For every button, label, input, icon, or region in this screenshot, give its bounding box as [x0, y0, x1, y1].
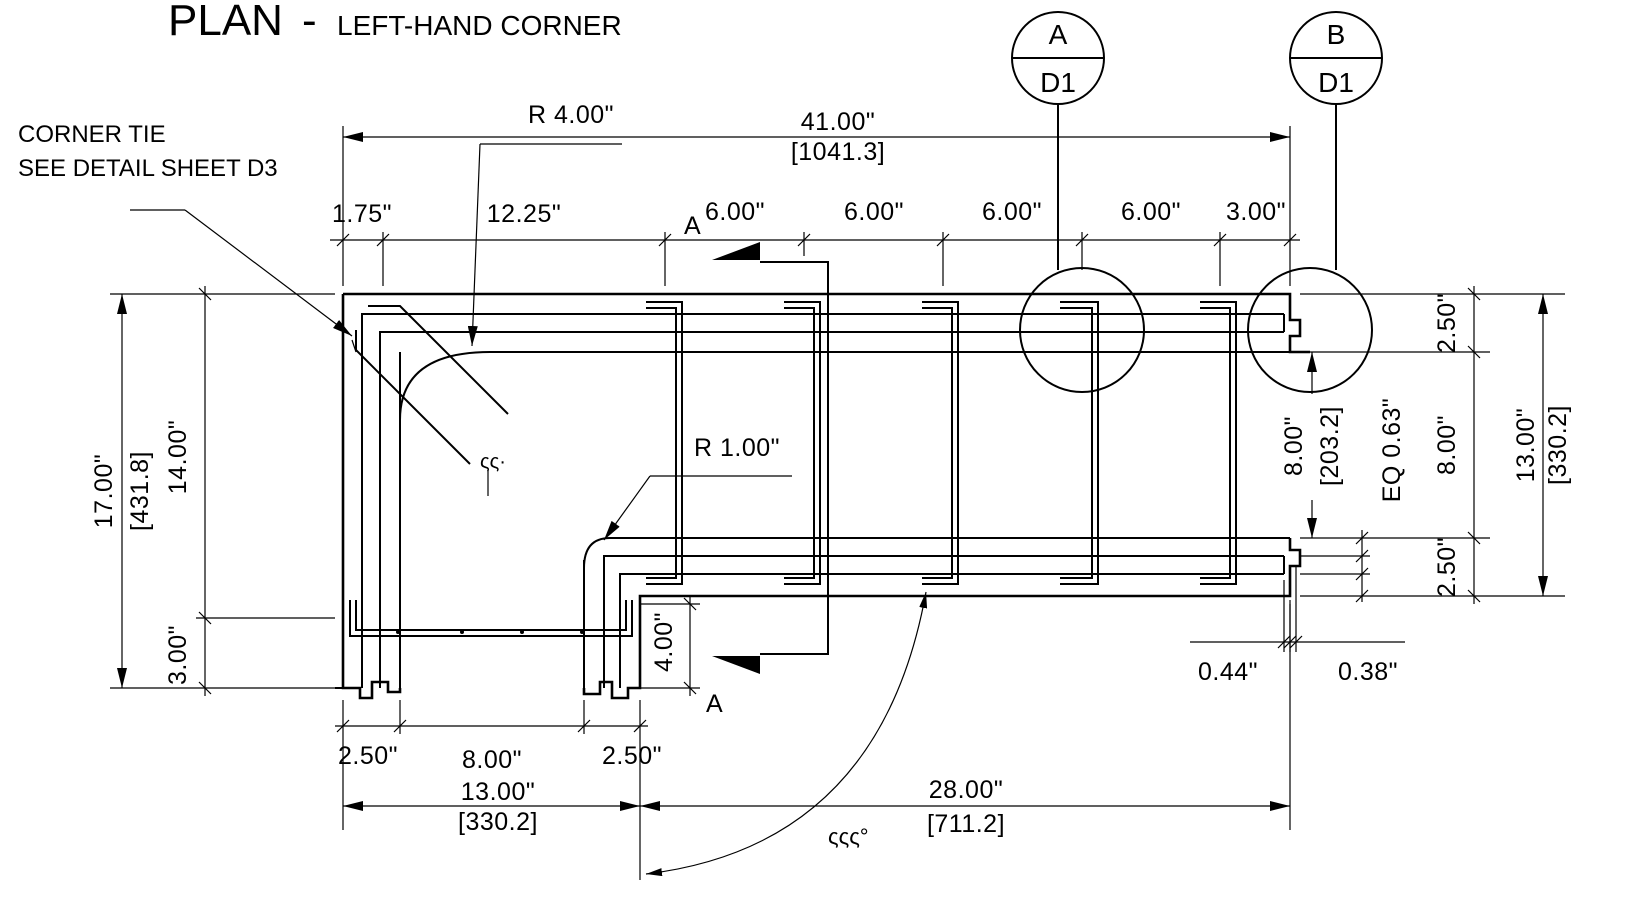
dim-right-mid: 8.00"	[1433, 415, 1461, 475]
eq-label: EQ 0.63"	[1378, 398, 1406, 503]
section-bubble-b[interactable]: B D1	[1247, 11, 1383, 393]
dim-top-1: 1.75"	[332, 200, 392, 228]
rebar-longitudinal	[361, 313, 1290, 688]
dims-top: 41.00" [1041.3] 1.75" 12.25" 6.00" 6.00"…	[330, 108, 1300, 286]
dim-leg-right: 2.50"	[602, 742, 662, 770]
title-main: PLAN	[168, 0, 283, 45]
dim-overall-width-metric: [1041.3]	[791, 138, 885, 166]
dim-leg-end: 4.00"	[650, 612, 678, 672]
dim-top-spacing-1: 6.00"	[705, 198, 765, 226]
dim-top-2: 12.25"	[487, 200, 561, 228]
dim-right-overall: 13.00"	[1512, 408, 1540, 482]
rebar-stirrups	[349, 301, 1237, 637]
drawing-title: PLAN - LEFT-HAND CORNER	[168, 0, 622, 45]
dims-left: 17.00" [431.8] 14.00" 3.00"	[90, 286, 335, 696]
bubble-a-top: A	[1049, 19, 1068, 50]
radius-outer-note: R 4.00"	[467, 101, 622, 347]
section-bubble-a[interactable]: A D1	[1011, 11, 1145, 393]
radius-inner-note: R 1.00"	[603, 434, 792, 541]
dim-left-overall-metric: [431.8]	[126, 451, 154, 531]
dim-overall-width: 41.00"	[801, 108, 875, 136]
svg-text:ςς·: ςς·	[480, 451, 506, 473]
slab-outline	[335, 292, 1310, 700]
dims-right: 2.50" 8.00" 2.50" 13.00" [330.2] 8.00" […	[1190, 286, 1572, 686]
bubble-a-bottom: D1	[1040, 67, 1076, 98]
dim-right-inner-metric: [203.2]	[1316, 406, 1344, 486]
dim-left-bottom: 3.00"	[164, 625, 192, 685]
dim-top-spacing-5: 3.00"	[1226, 198, 1286, 226]
dim-right-top: 2.50"	[1433, 293, 1461, 353]
dim-offset-2: 0.38"	[1338, 658, 1398, 686]
title-separator: -	[302, 0, 317, 45]
dim-left-inner: 14.00"	[164, 420, 192, 494]
detail-circle-a	[1019, 267, 1145, 393]
dims-bottom: 2.50" 8.00" 2.50" 13.00" [330.2] 28.00" …	[335, 591, 1291, 880]
bubble-b-bottom: D1	[1318, 67, 1354, 98]
svg-text:ςςς°: ςςς°	[828, 824, 869, 849]
radius-outer-label: R 4.00"	[528, 101, 614, 129]
dim-top-spacing-2: 6.00"	[844, 198, 904, 226]
dim-right-overall-metric: [330.2]	[1544, 405, 1572, 485]
section-marker-bottom: A	[706, 690, 723, 718]
note-corner-tie-2: SEE DETAIL SHEET D3	[18, 155, 278, 182]
dim-left-overall: 17.00"	[90, 454, 118, 528]
section-cut-a[interactable]: A A	[684, 212, 829, 718]
dim-top-spacing-3: 6.00"	[982, 198, 1042, 226]
corner-tie: ςς·	[351, 305, 509, 496]
dim-run-metric: [711.2]	[927, 810, 1005, 838]
dim-leg-left: 2.50"	[338, 742, 398, 770]
corner-tie-note: CORNER TIE SEE DETAIL SHEET D3	[18, 121, 353, 337]
dim-run: 28.00"	[929, 776, 1003, 804]
dim-leg-total: 13.00"	[461, 778, 535, 806]
detail-circle-b	[1247, 267, 1373, 393]
dim-right-bottom: 2.50"	[1433, 537, 1461, 597]
dim-leg-total-metric: [330.2]	[458, 808, 538, 836]
section-marker-top: A	[684, 212, 701, 240]
radius-inner-label: R 1.00"	[694, 434, 780, 462]
dim-right-inner: 8.00"	[1280, 416, 1308, 476]
bubble-b-top: B	[1327, 19, 1346, 50]
note-corner-tie-1: CORNER TIE	[18, 121, 166, 148]
dim-top-spacing-4: 6.00"	[1121, 198, 1181, 226]
title-sub: LEFT-HAND CORNER	[337, 10, 622, 41]
dim-leg-mid: 8.00"	[462, 746, 522, 774]
dim-offset-1: 0.44"	[1198, 658, 1258, 686]
